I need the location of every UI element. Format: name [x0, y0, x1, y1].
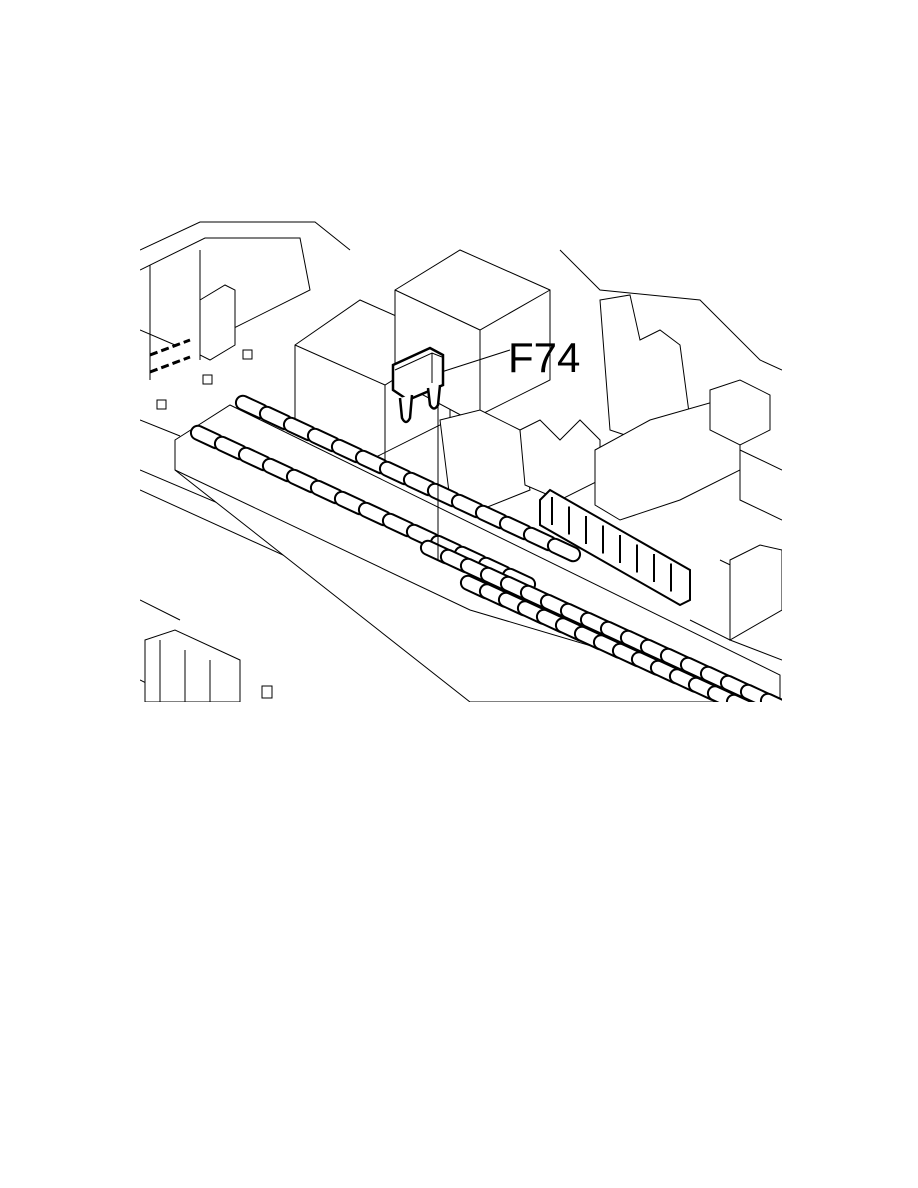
fuse: [546, 537, 582, 563]
connector-sockets: [439, 294, 782, 641]
fuse: [759, 692, 782, 702]
callout-leader-line: [431, 349, 511, 560]
fuse: [763, 709, 800, 736]
fuse: [744, 701, 781, 728]
fuse-box-illustration: [140, 221, 819, 745]
mini-fuse-f74: [391, 346, 445, 424]
fuse-rows: [189, 394, 819, 745]
left-connector: [144, 284, 273, 702]
fuse-comb: [539, 488, 691, 607]
fuse: [782, 718, 819, 745]
fuse-label-f74: F74: [508, 334, 580, 381]
fuse: [706, 685, 742, 702]
